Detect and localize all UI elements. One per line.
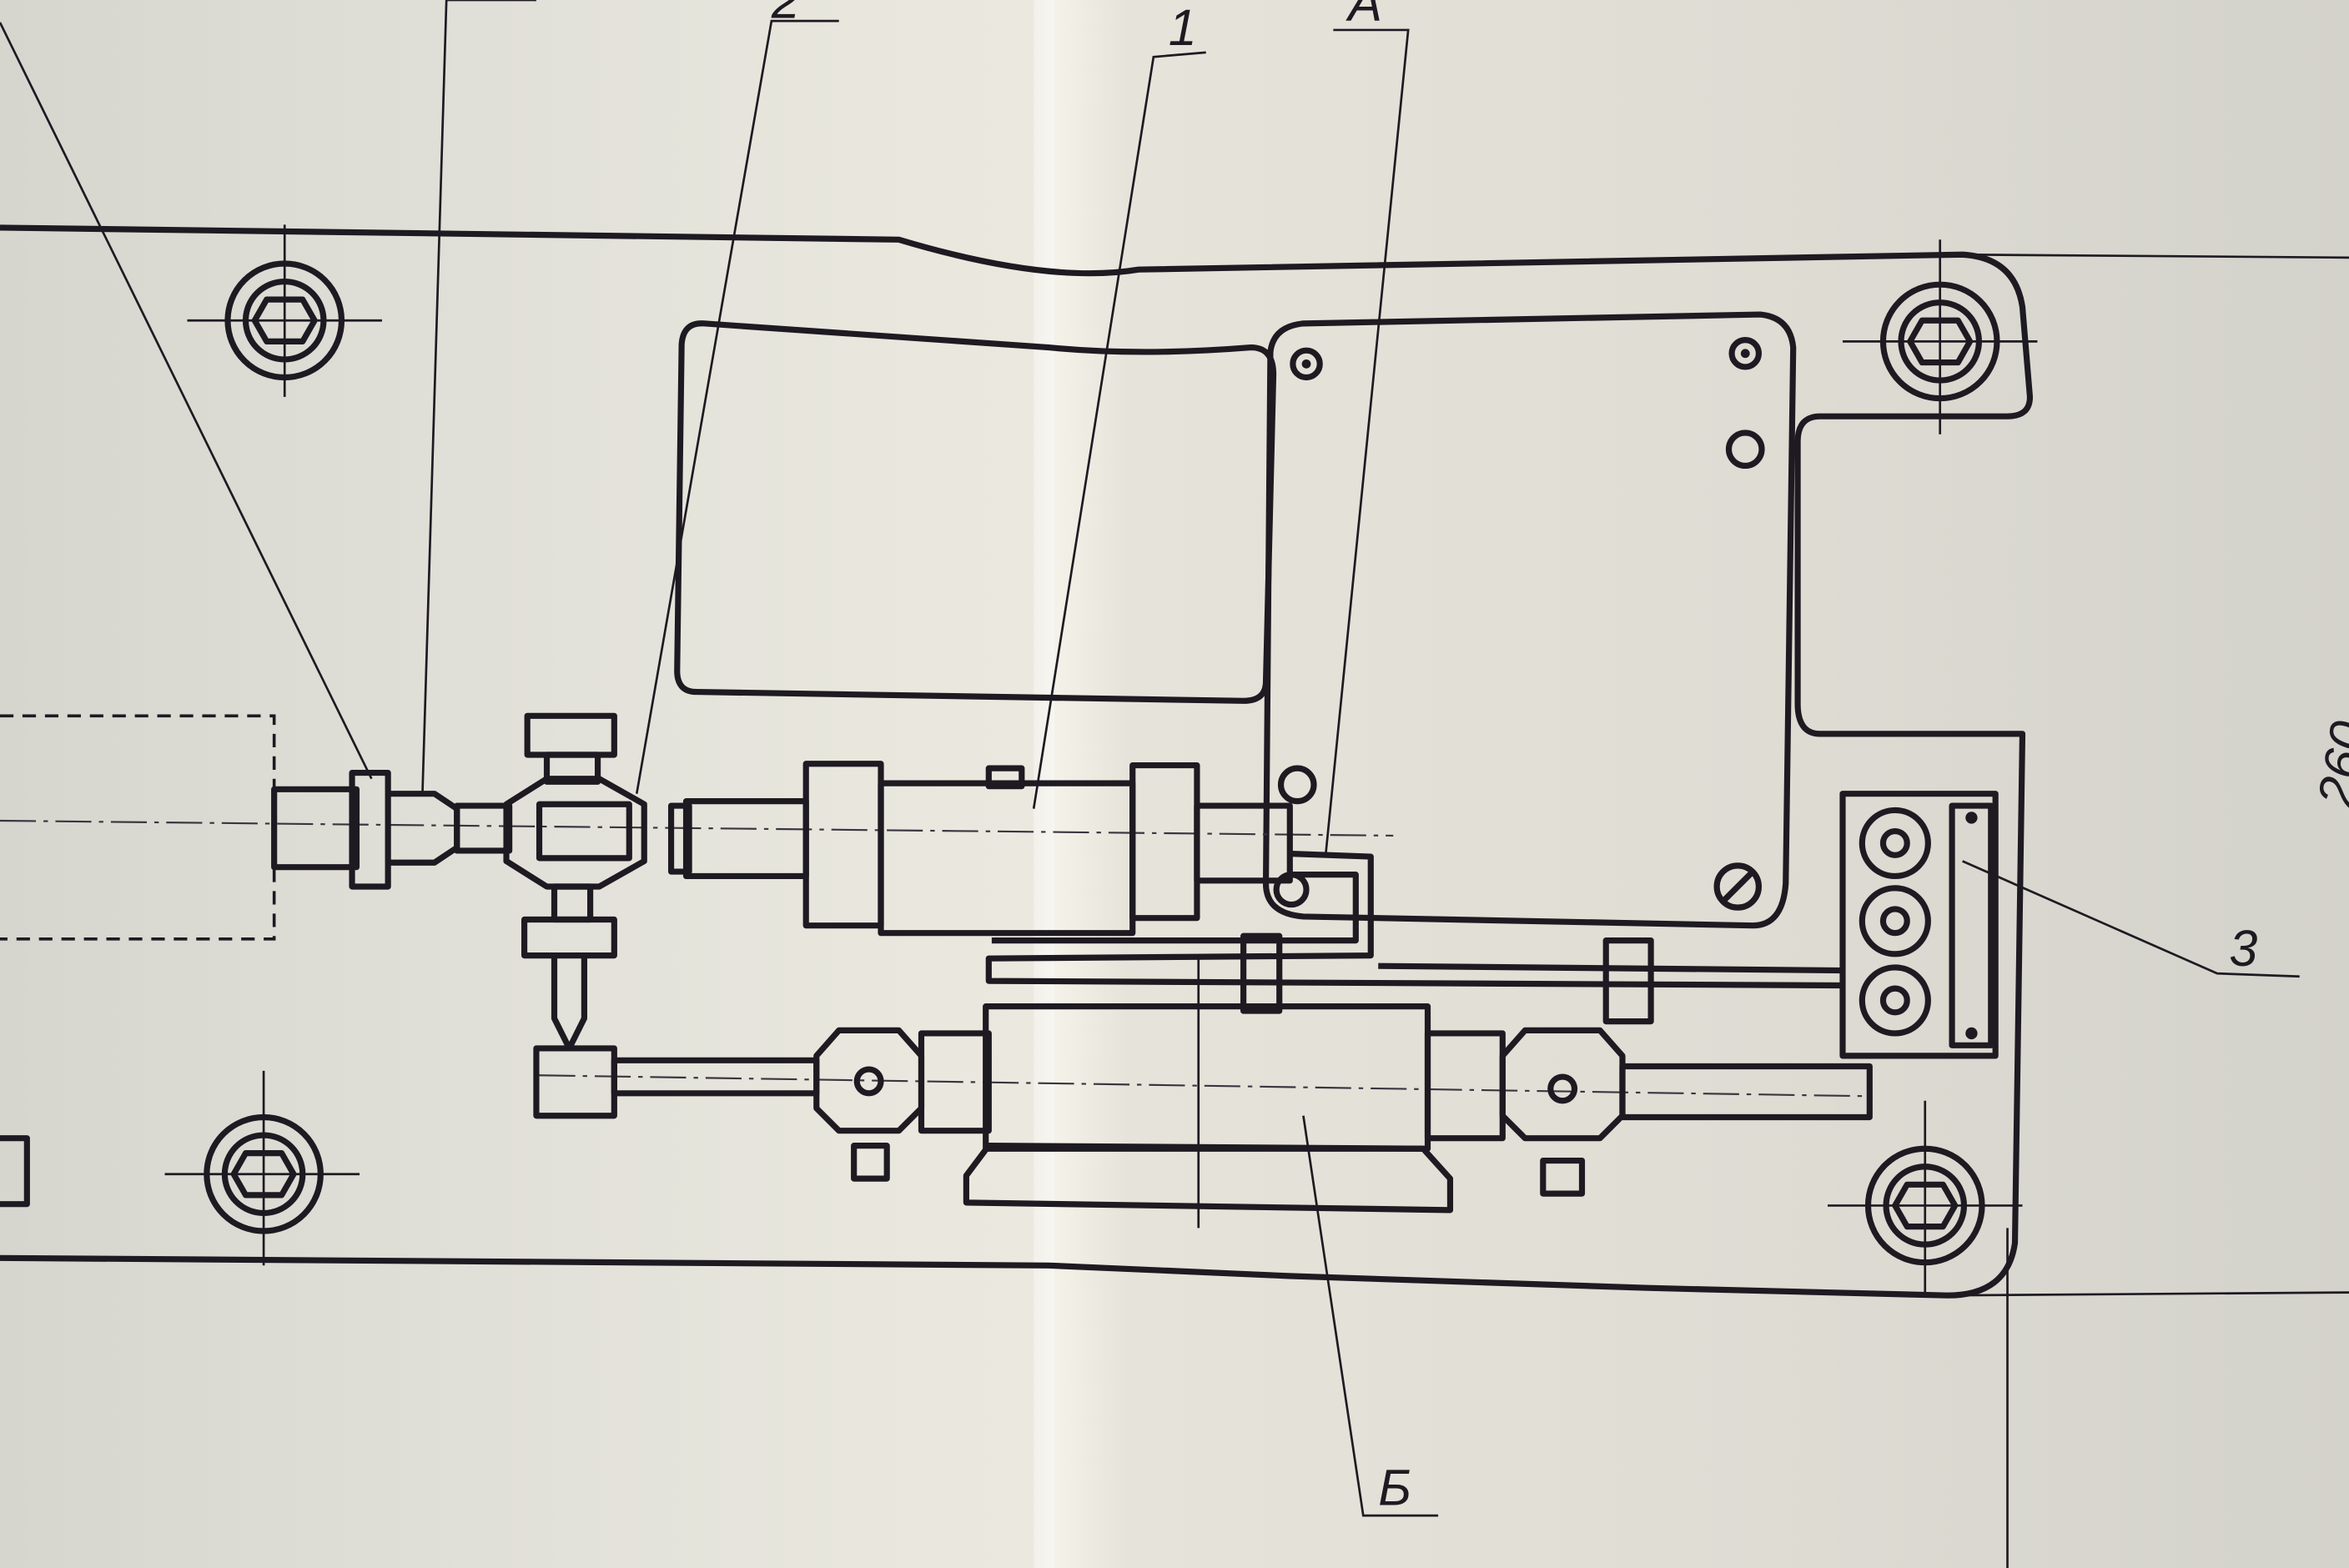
lower-cylinder: [533, 1003, 1873, 1214]
hose-fitting: [271, 769, 513, 890]
cover-panel: [674, 320, 1277, 704]
control-panel: [1262, 311, 1797, 929]
callout-A: А: [1345, 0, 1382, 32]
mounting-bolt: [1842, 239, 2038, 435]
extension-line-bottom: [1947, 1291, 2349, 1297]
callout-2: 2: [771, 0, 800, 29]
upper-cylinder: [667, 761, 1293, 937]
callout-1: 1: [1169, 0, 1197, 56]
valve-block: [1839, 791, 1999, 1059]
axis-line-lower: [539, 1074, 1873, 1098]
mounting-bolt: [164, 1070, 360, 1266]
panel-screws: [1273, 337, 1765, 911]
dimension-value: 260: [2306, 717, 2349, 812]
base-plate-outline: [0, 224, 2034, 1299]
ball-joint: [503, 712, 647, 1052]
mounting-bolt: [1828, 1100, 2023, 1296]
leader-lines: [0, 0, 2300, 1517]
phantom-part: [0, 714, 276, 941]
axis-line-upper: [0, 819, 1394, 837]
callout-B: Б: [1378, 1460, 1411, 1516]
mounting-bolt: [187, 224, 382, 397]
edge-fastener: [0, 1135, 30, 1208]
pneumatic-tubing: [985, 850, 1843, 1229]
callout-3: 3: [2229, 920, 2257, 977]
extension-line-top: [1962, 253, 2349, 259]
